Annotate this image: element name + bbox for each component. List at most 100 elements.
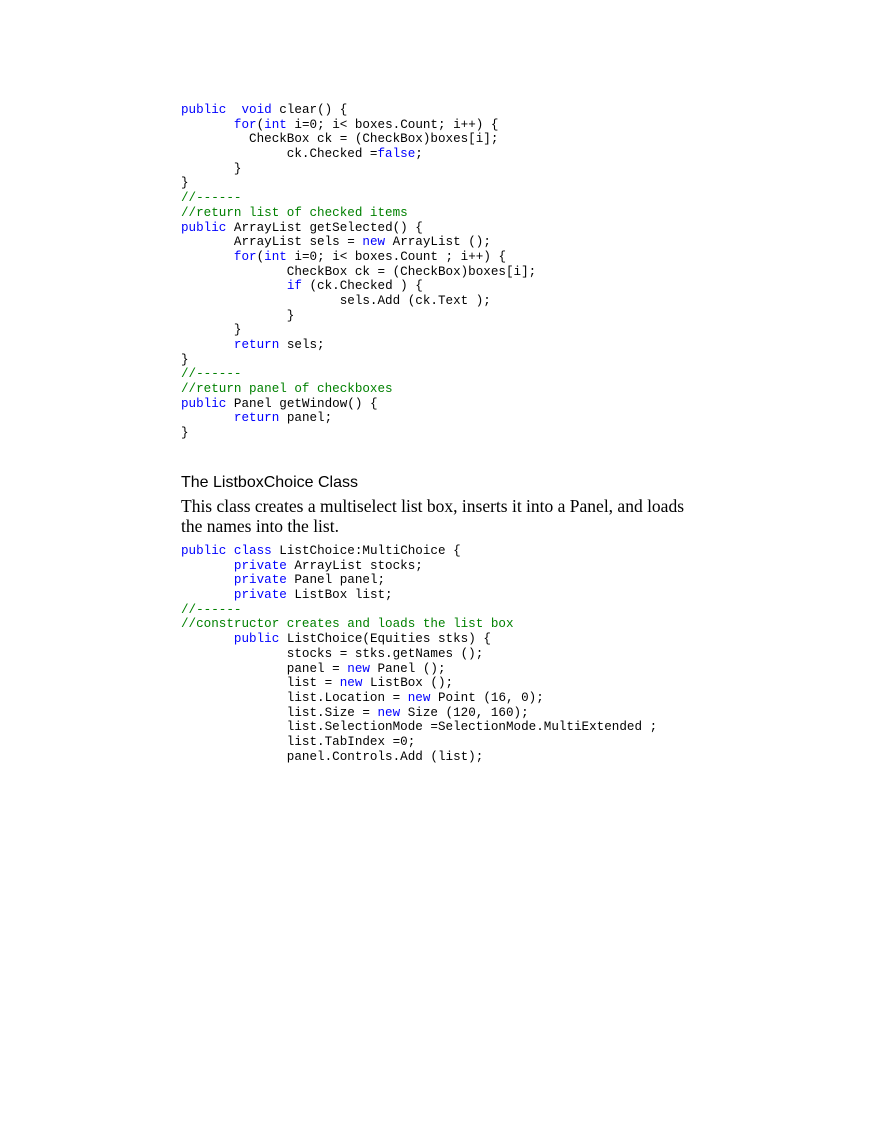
- code-line: private Panel panel;: [181, 573, 657, 588]
- code-text: [181, 118, 234, 132]
- code-block-checkbox-methods: public void clear() { for(int i=0; i< bo…: [181, 103, 536, 441]
- code-line: ck.Checked =false;: [181, 147, 536, 162]
- code-text: [181, 632, 234, 646]
- code-keyword: new: [347, 661, 370, 676]
- code-text: Panel getWindow() {: [226, 396, 378, 411]
- code-line: for(int i=0; i< boxes.Count ; i++) {: [181, 250, 536, 265]
- code-text: list.TabIndex =0;: [181, 734, 416, 749]
- code-text: (: [256, 117, 265, 132]
- code-line: return sels;: [181, 338, 536, 353]
- code-comment: //constructor creates and loads the list…: [181, 617, 514, 632]
- code-keyword: if: [286, 279, 302, 294]
- code-keyword: return: [233, 411, 280, 426]
- code-line: public ListChoice(Equities stks) {: [181, 632, 657, 647]
- code-line: public class ListChoice:MultiChoice {: [181, 544, 657, 559]
- code-keyword: return: [233, 338, 280, 352]
- code-text: [181, 559, 234, 573]
- code-text: CheckBox ck = (CheckBox)boxes[i];: [181, 264, 537, 279]
- code-keyword: new: [377, 705, 401, 720]
- code-keyword: for: [233, 117, 257, 132]
- code-text: [226, 103, 241, 117]
- code-line: }: [181, 426, 536, 441]
- code-line: panel = new Panel ();: [181, 662, 657, 677]
- code-text: ArrayList stocks;: [286, 558, 423, 573]
- code-line: stocks = stks.getNames ();: [181, 647, 657, 662]
- code-text: ListBox ();: [362, 676, 454, 691]
- code-line: }: [181, 162, 536, 177]
- code-keyword: for: [233, 249, 257, 264]
- code-text: list =: [181, 676, 340, 691]
- code-keyword: private: [233, 588, 287, 603]
- code-line: list.TabIndex =0;: [181, 735, 657, 750]
- code-line: //constructor creates and loads the list…: [181, 617, 657, 632]
- code-text: [181, 588, 234, 602]
- code-line: CheckBox ck = (CheckBox)boxes[i];: [181, 132, 536, 147]
- code-line: private ListBox list;: [181, 588, 657, 603]
- code-text: clear() {: [271, 103, 348, 117]
- code-keyword: void: [241, 103, 272, 117]
- code-text: panel;: [279, 411, 333, 426]
- code-line: public ArrayList getSelected() {: [181, 221, 536, 236]
- code-line: CheckBox ck = (CheckBox)boxes[i];: [181, 265, 536, 280]
- code-line: list.Size = new Size (120, 160);: [181, 706, 657, 721]
- code-keyword: false: [377, 147, 416, 162]
- code-text: [181, 573, 234, 587]
- code-text: (ck.Checked ) {: [301, 279, 423, 294]
- code-text: sels;: [279, 338, 325, 352]
- code-keyword: public: [181, 220, 227, 235]
- code-text: panel =: [181, 661, 348, 676]
- code-text: ListBox list;: [286, 588, 393, 603]
- code-keyword: new: [362, 235, 386, 250]
- code-line: }: [181, 309, 536, 324]
- code-keyword: public: [181, 103, 227, 117]
- section-paragraph: This class creates a multiselect list bo…: [181, 496, 685, 536]
- code-text: CheckBox ck = (CheckBox)boxes[i];: [181, 132, 499, 147]
- code-comment: //------: [181, 191, 242, 206]
- code-text: ListChoice:MultiChoice {: [271, 544, 461, 558]
- code-text: Point (16, 0);: [430, 690, 544, 705]
- code-comment: //return panel of checkboxes: [181, 382, 393, 397]
- code-keyword: private: [233, 558, 287, 573]
- code-text: }: [181, 308, 295, 323]
- code-text: (: [256, 249, 265, 264]
- code-line: panel.Controls.Add (list);: [181, 750, 657, 765]
- code-keyword: public: [181, 544, 227, 558]
- code-keyword: new: [339, 676, 363, 691]
- code-text: Panel panel;: [286, 573, 386, 588]
- code-text: list.SelectionMode =SelectionMode.MultiE…: [181, 720, 658, 735]
- code-text: [181, 338, 234, 352]
- code-line: list.SelectionMode =SelectionMode.MultiE…: [181, 720, 657, 735]
- code-line: //------: [181, 603, 657, 618]
- code-line: private ArrayList stocks;: [181, 559, 657, 574]
- code-text: stocks = stks.getNames ();: [181, 646, 484, 661]
- code-text: [226, 544, 234, 558]
- code-keyword: int: [264, 249, 287, 264]
- code-text: ;: [415, 147, 423, 162]
- code-text: [181, 279, 287, 293]
- code-text: sels.Add (ck.Text );: [181, 293, 491, 308]
- code-keyword: public: [233, 632, 280, 647]
- code-line: sels.Add (ck.Text );: [181, 294, 536, 309]
- code-keyword: new: [407, 690, 431, 705]
- code-line: public void clear() {: [181, 103, 536, 118]
- code-line: //return panel of checkboxes: [181, 382, 536, 397]
- code-line: if (ck.Checked ) {: [181, 279, 536, 294]
- code-keyword: public: [181, 396, 227, 411]
- code-text: }: [181, 352, 189, 367]
- code-line: return panel;: [181, 411, 536, 426]
- code-text: panel.Controls.Add (list);: [181, 749, 484, 764]
- code-comment: //------: [181, 602, 242, 617]
- code-comment: //return list of checked items: [181, 205, 408, 220]
- code-keyword: class: [233, 544, 272, 558]
- code-text: }: [181, 176, 189, 191]
- code-text: [181, 411, 234, 425]
- code-text: ArrayList getSelected() {: [226, 220, 423, 235]
- code-text: [181, 250, 234, 264]
- code-line: //------: [181, 367, 536, 382]
- code-line: list = new ListBox ();: [181, 676, 657, 691]
- code-text: i=0; i< boxes.Count; i++) {: [286, 117, 499, 132]
- section-heading: The ListboxChoice Class: [181, 474, 358, 491]
- code-text: }: [181, 426, 189, 441]
- code-line: }: [181, 176, 536, 191]
